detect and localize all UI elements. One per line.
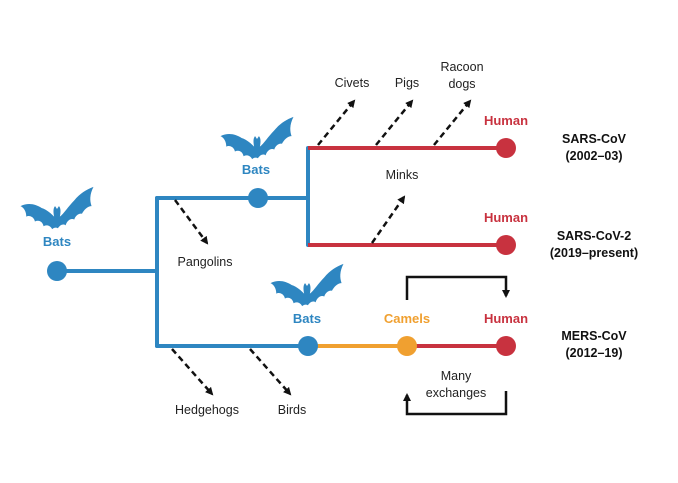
host-label-human-sars2: Human: [484, 210, 528, 225]
spillover-arrow-icon: [249, 348, 292, 396]
animal-label-civets: Civets: [335, 76, 370, 90]
exchange-label-line1: Many: [441, 369, 472, 383]
human-sars-node: [496, 138, 516, 158]
sars-branches: [308, 146, 506, 247]
host-label-human-sars: Human: [484, 113, 528, 128]
exchange-arrow-icon: [405, 275, 510, 300]
spillover-arrow-icon: [370, 195, 406, 244]
animal-label-racoon-dogs: Racoon: [440, 60, 483, 74]
sars-bat-node: [248, 188, 268, 208]
exchange-arrow-icon: [403, 391, 508, 416]
spillover-arrow-icon: [317, 99, 356, 146]
spillover-arrows: [171, 99, 472, 396]
virus-name-mers: MERS-CoV: [561, 329, 627, 343]
virus-name-sars: SARS-CoV: [562, 132, 627, 146]
host-label-human-mers: Human: [484, 311, 528, 326]
animal-label-hedgehogs: Hedgehogs: [175, 403, 239, 417]
host-label-bats-mers: Bats: [293, 311, 321, 326]
spillover-arrow-icon: [375, 99, 414, 146]
bat-icon: [270, 263, 344, 307]
human-mers-node: [496, 336, 516, 356]
animal-label-birds: Birds: [278, 403, 306, 417]
virus-years-mers: (2012–19): [566, 346, 623, 360]
human-sars2-node: [496, 235, 516, 255]
host-label-bats-sars: Bats: [242, 162, 270, 177]
animal-label-pangolins: Pangolins: [178, 255, 233, 269]
camel-node: [397, 336, 417, 356]
virus-years-sars2: (2019–present): [550, 246, 638, 260]
mers-bat-node: [298, 336, 318, 356]
virus-name-sars2: SARS-CoV-2: [557, 229, 631, 243]
animal-label-racoon-dogs-2: dogs: [448, 77, 475, 91]
bat-icon: [20, 186, 94, 230]
virus-years-sars: (2002–03): [566, 149, 623, 163]
animal-label-minks: Minks: [386, 168, 419, 182]
exchange-label-line2: exchanges: [426, 386, 486, 400]
spillover-arrow-icon: [433, 99, 472, 146]
bat-branches: [55, 146, 310, 348]
animal-label-pigs: Pigs: [395, 76, 419, 90]
bat-icon: [220, 116, 294, 160]
host-label-camels: Camels: [384, 311, 430, 326]
host-label-bats-root: Bats: [43, 234, 71, 249]
spillover-arrow-icon: [171, 348, 214, 396]
spillover-arrow-icon: [173, 199, 209, 245]
root-bat-node: [47, 261, 67, 281]
